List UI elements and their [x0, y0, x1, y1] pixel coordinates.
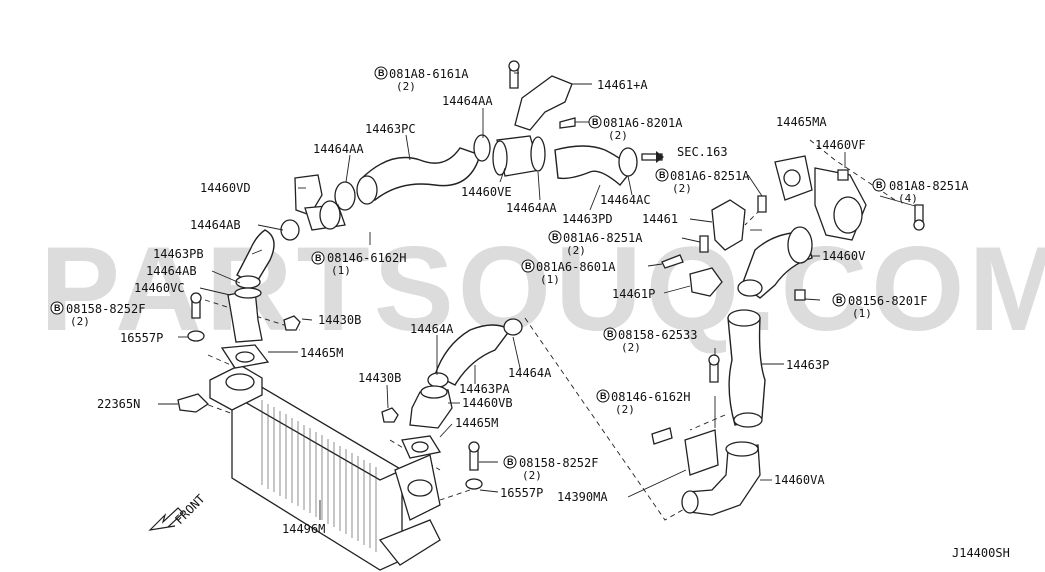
svg-text:B: B [552, 232, 559, 242]
label-14390ma: 14390MA [557, 490, 608, 504]
label-14463pb: 14463PB [153, 247, 204, 261]
label-14460vd: 14460VD [200, 181, 251, 195]
svg-text:B: B [659, 170, 666, 180]
label-qty: (2) [396, 80, 416, 93]
label-14463p: 14463P [786, 358, 829, 372]
label-081a6-8601a: 081A6-8601A [536, 260, 616, 274]
bolt-symbol-icon: B [311, 251, 325, 265]
intercooler-14496m [209, 364, 441, 571]
label-22365n: 22365N [97, 397, 140, 411]
front-arrow-icon [148, 507, 184, 531]
label-14460va: 14460VA [774, 473, 825, 487]
label-14465m: 14465M [455, 416, 498, 430]
label-qty: (2) [608, 129, 628, 142]
front-arrow: FRONT [148, 492, 208, 531]
label-16557p: 16557P [120, 331, 163, 345]
bolt-symbol-icon: B [655, 168, 669, 182]
label-14461-plus-a: 14461+A [597, 78, 648, 92]
bolt-symbol-icon: B [872, 178, 886, 192]
bolt-symbol-icon: B [832, 293, 846, 307]
label-08146-6162h: 08146-6162H [327, 251, 406, 265]
svg-text:B: B [507, 457, 514, 467]
bolt-symbol-icon: B [50, 301, 64, 315]
label-qty: (4) [898, 192, 918, 205]
label-14430b: 14430B [318, 313, 361, 327]
svg-text:B: B [592, 117, 599, 127]
center-pipe-assembly [381, 318, 523, 490]
label-08146-6162h: 08146-6162H [611, 390, 690, 404]
label-14460vb: 14460VB [462, 396, 513, 410]
label-sec-163: SEC.163 [677, 145, 728, 159]
label-14464ab: 14464AB [146, 264, 197, 278]
label-08158-8252f: 08158-8252F [66, 302, 145, 316]
label-08158-62533: 08158-62533 [618, 328, 697, 342]
svg-text:B: B [525, 261, 532, 271]
label-14464aa: 14464AA [506, 201, 557, 215]
label-14463pd: 14463PD [562, 212, 613, 226]
label-081a6-8251a: 081A6-8251A [670, 169, 750, 183]
diagram-code: J14400SH [952, 546, 1010, 560]
label-14464a: 14464A [410, 322, 454, 336]
svg-text:B: B [836, 295, 843, 305]
label-14496m: 14496M [282, 522, 325, 536]
label-14460vf: 14460VF [815, 138, 866, 152]
bolt-symbol-icon: B [503, 455, 517, 469]
label-14465m: 14465M [300, 346, 343, 360]
label-081a8-8251a: 081A8-8251A [889, 179, 969, 193]
sec-arrow-icon [656, 151, 664, 163]
label-qty: (1) [331, 264, 351, 277]
label-qty: (1) [852, 307, 872, 320]
label-08158-8252f: 08158-8252F [519, 456, 598, 470]
bolt-symbol-icon: B [603, 327, 617, 341]
label-14460v: 14460V [822, 249, 865, 263]
svg-text:B: B [378, 68, 385, 78]
label-16557p: 16557P [500, 486, 543, 500]
right-pipe-assembly [651, 155, 925, 516]
label-qty: (2) [522, 469, 542, 482]
svg-text:B: B [607, 329, 614, 339]
label-081a8-6161a: 081A8-6161A [389, 67, 469, 81]
bolt-symbols: B B B B B B B B B B B B [50, 66, 886, 469]
label-14463pc: 14463PC [365, 122, 416, 136]
label-14463pa: 14463PA [459, 382, 510, 396]
label-14464ac: 14464AC [600, 193, 651, 207]
part-labels: 081A8-6161A (2) 14461+A 14464AA 081A6-82… [66, 67, 969, 536]
label-14430b: 14430B [358, 371, 401, 385]
leader-lines [158, 72, 916, 520]
label-081a6-8201a: 081A6-8201A [603, 116, 683, 130]
label-qty: (2) [70, 315, 90, 328]
bolt-symbol-icon: B [588, 115, 602, 129]
label-14461p: 14461P [612, 287, 655, 301]
bolt-symbol-icon: B [521, 259, 535, 273]
svg-text:B: B [54, 303, 61, 313]
svg-text:B: B [315, 253, 322, 263]
top-middle-assembly [492, 60, 664, 187]
label-14464ab: 14464AB [190, 218, 241, 232]
label-qty: (1) [540, 273, 560, 286]
bolt-symbol-icon: B [596, 389, 610, 403]
label-14465ma: 14465MA [776, 115, 827, 129]
label-qty: (2) [672, 182, 692, 195]
bolt-symbol-icon: B [374, 66, 388, 80]
label-14461: 14461 [642, 212, 678, 226]
label-14464aa: 14464AA [442, 94, 493, 108]
svg-text:B: B [876, 180, 883, 190]
left-pipe-assembly [177, 134, 491, 413]
label-081a6-8251a: 081A6-8251A [563, 231, 643, 245]
svg-text:B: B [600, 391, 607, 401]
label-14464aa: 14464AA [313, 142, 364, 156]
label-08156-8201f: 08156-8201F [848, 294, 927, 308]
label-14460vc: 14460VC [134, 281, 185, 295]
bolt-symbol-icon: B [548, 230, 562, 244]
watermark: PARTSOUQ.COM [40, 222, 1045, 356]
label-14460ve: 14460VE [461, 185, 512, 199]
label-qty: (2) [566, 244, 586, 257]
label-14464a: 14464A [508, 366, 552, 380]
label-qty: (2) [615, 403, 635, 416]
label-qty: (2) [621, 341, 641, 354]
